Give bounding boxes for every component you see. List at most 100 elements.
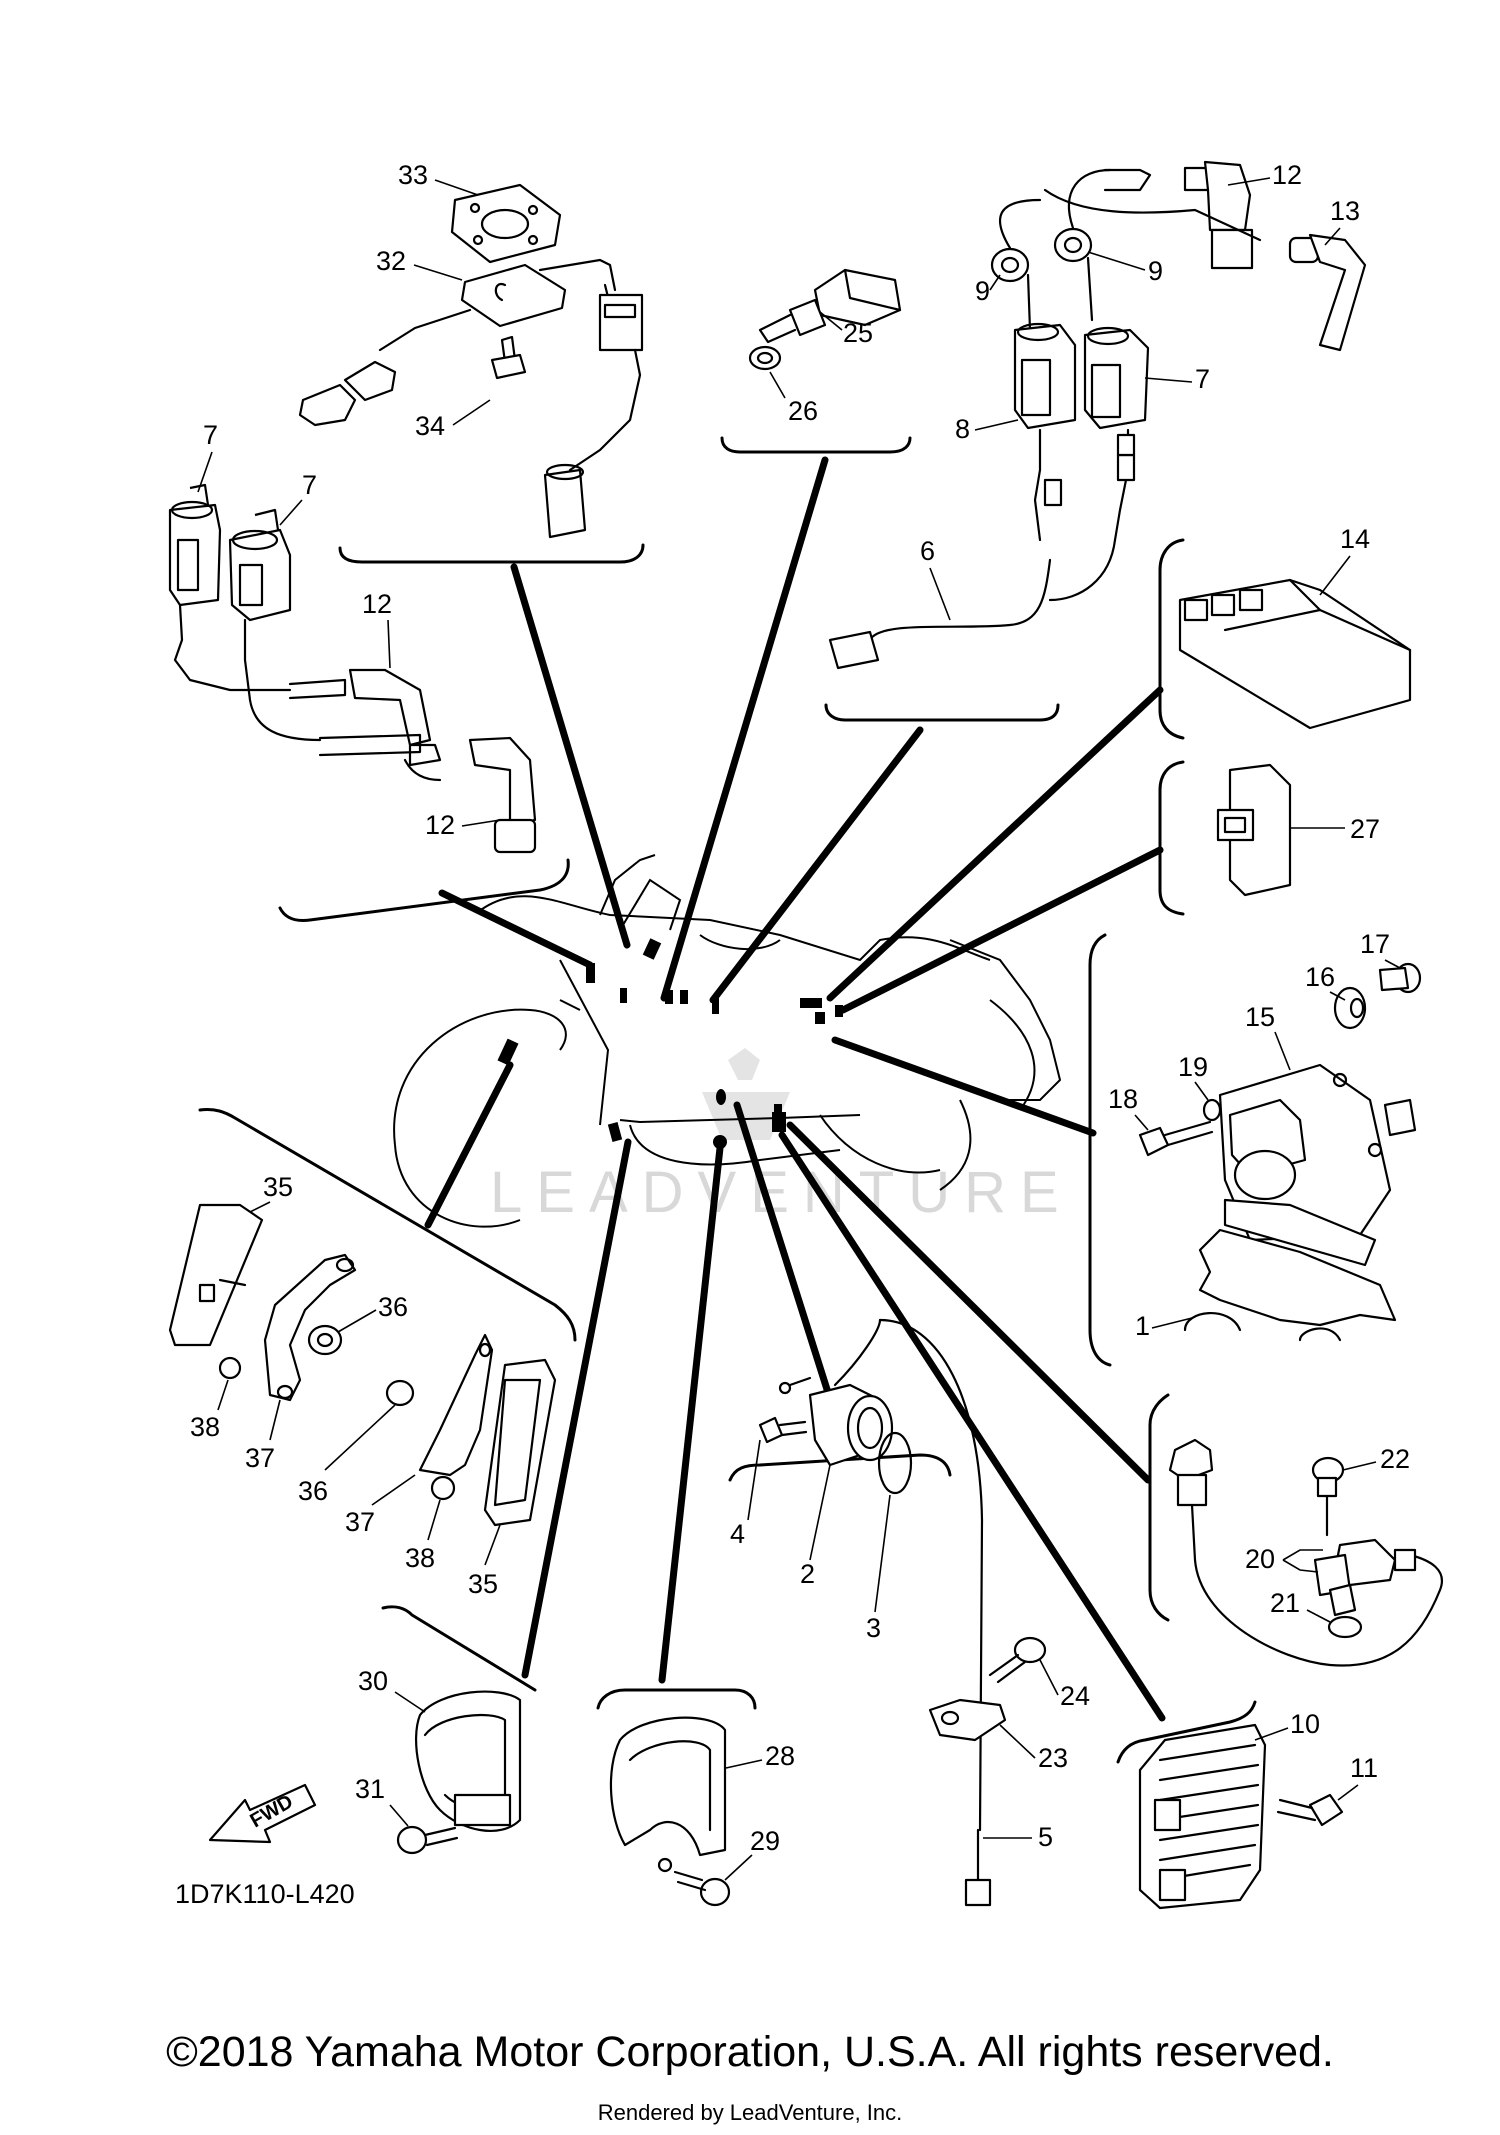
callout-35-left: 35: [263, 1172, 293, 1202]
ignition-coil-part-7-top: [1083, 326, 1150, 542]
watermark-text: LEADVENTURE: [490, 1160, 1073, 1225]
gasket-part-33: [450, 183, 562, 264]
rectifier-part-10: [1138, 1723, 1267, 1910]
callout-27: 27: [1350, 814, 1380, 844]
callout-10: 10: [1290, 1709, 1320, 1739]
callout-16: 16: [1305, 962, 1335, 992]
bracket-part-37-left: [263, 1253, 357, 1402]
callout-18: 18: [1108, 1084, 1138, 1114]
temp-sensor-part-25: [758, 268, 902, 344]
reflector-part-35-right: [483, 1358, 557, 1527]
fuel-sender-part-32: [298, 258, 644, 539]
bolt-part-29: [657, 1857, 731, 1907]
callout-13: 13: [1330, 196, 1360, 226]
callout-24: 24: [1060, 1681, 1090, 1711]
callout-35-right: 35: [468, 1569, 498, 1599]
motorcycle-outline: [393, 854, 1062, 1228]
bolt-part-11: [1276, 1793, 1344, 1827]
callout-3: 3: [866, 1613, 881, 1643]
washer-part-38-left: [218, 1356, 242, 1380]
drawing-code: 1D7K110-L420: [175, 1879, 355, 1909]
callout-33: 33: [398, 160, 428, 190]
callout-12-left-b: 12: [425, 810, 455, 840]
callout-6: 6: [920, 536, 935, 566]
callout-14: 14: [1340, 524, 1370, 554]
screw-part-24: [988, 1636, 1047, 1684]
watermark-logo: [702, 1048, 790, 1140]
callout-11: 11: [1350, 1753, 1378, 1783]
washer-part-38-right: [430, 1475, 456, 1501]
fwd-arrow-icon: FWD: [208, 1783, 317, 1844]
plug-cap-part-12-top: [1043, 160, 1262, 270]
washer-part-26: [748, 345, 782, 371]
plug-cap-part-12-left: [288, 668, 537, 854]
callout-29: 29: [750, 1826, 780, 1856]
nut-part-36-right: [385, 1379, 415, 1407]
callout-36-right: 36: [298, 1476, 328, 1506]
clamp-part-23: [928, 1698, 1007, 1742]
horn-part-28: [609, 1716, 727, 1857]
horn-part-30: [414, 1690, 522, 1832]
bolt-part-4: [758, 1416, 808, 1444]
o-ring-part-3: [877, 1431, 913, 1495]
callout-37-right: 37: [345, 1507, 375, 1537]
callout-1: 1: [1135, 1311, 1150, 1341]
callout-36-left: 36: [378, 1292, 408, 1322]
o-ring-part-21: [1327, 1615, 1363, 1639]
callout-31: 31: [355, 1774, 385, 1804]
callouts: 33 32 34 7 7 12 12 25 26 12 13 9 9 7 8 6: [190, 160, 1410, 1881]
location-marks: [497, 938, 843, 1149]
callout-12-left-a: 12: [362, 589, 392, 619]
ignition-coil-part-7-left-b: [228, 508, 322, 742]
sensor-part-20: [1168, 1438, 1443, 1667]
callout-5: 5: [1038, 1822, 1053, 1852]
callout-25: 25: [843, 318, 873, 348]
plug-cap-part-13: [1288, 233, 1367, 352]
screw-part-17: [1378, 962, 1422, 994]
bracket-part-37-right: [418, 1333, 494, 1477]
callout-30: 30: [358, 1666, 388, 1696]
ecu-part-14: [1178, 578, 1412, 730]
bolt-part-18: [1138, 1120, 1214, 1157]
washer-part-19: [1202, 1098, 1222, 1122]
callout-32: 32: [376, 246, 406, 276]
callout-17: 17: [1360, 929, 1390, 959]
reflector-part-35-left: [168, 1203, 264, 1347]
callout-2: 2: [800, 1559, 815, 1589]
callout-7-left-a: 7: [203, 420, 218, 450]
callout-9-b: 9: [1148, 256, 1163, 286]
starter-motor-part-15: [1218, 1063, 1417, 1242]
sensor-part-2: [778, 1318, 894, 1467]
callout-38-left: 38: [190, 1412, 220, 1442]
callout-21: 21: [1270, 1588, 1300, 1618]
callout-20: 20: [1245, 1544, 1275, 1574]
relay-part-27: [1216, 763, 1292, 897]
callout-8: 8: [955, 414, 970, 444]
wire-harness-part-6: [828, 433, 1136, 670]
callout-7-top: 7: [1195, 364, 1210, 394]
callout-22: 22: [1380, 1444, 1410, 1474]
copyright-notice: ©2018 Yamaha Motor Corporation, U.S.A. A…: [166, 2028, 1334, 2076]
callout-26: 26: [788, 396, 818, 426]
callout-37-left: 37: [245, 1443, 275, 1473]
bolt-part-31: [396, 1825, 459, 1855]
callout-9-a: 9: [975, 276, 990, 306]
callout-28: 28: [765, 1741, 795, 1771]
callout-19: 19: [1178, 1052, 1208, 1082]
ignition-coil-part-8: [1013, 322, 1077, 542]
nut-part-36-left: [307, 1324, 343, 1356]
callout-15: 15: [1245, 1002, 1275, 1032]
seal-part-9: [990, 168, 1112, 332]
callout-38-right: 38: [405, 1543, 435, 1573]
collar-part-16: [1333, 986, 1367, 1030]
screw-part-22: [1311, 1456, 1345, 1537]
ignition-coil-part-7-left-a: [168, 483, 292, 692]
callout-4: 4: [730, 1519, 745, 1549]
callout-7-left-b: 7: [302, 470, 317, 500]
callout-34: 34: [415, 411, 445, 441]
wire-lead-part-5: [878, 1318, 992, 1907]
callout-23: 23: [1038, 1743, 1068, 1773]
gasket-part-1: [1183, 1198, 1397, 1342]
callout-12-top: 12: [1272, 160, 1302, 190]
